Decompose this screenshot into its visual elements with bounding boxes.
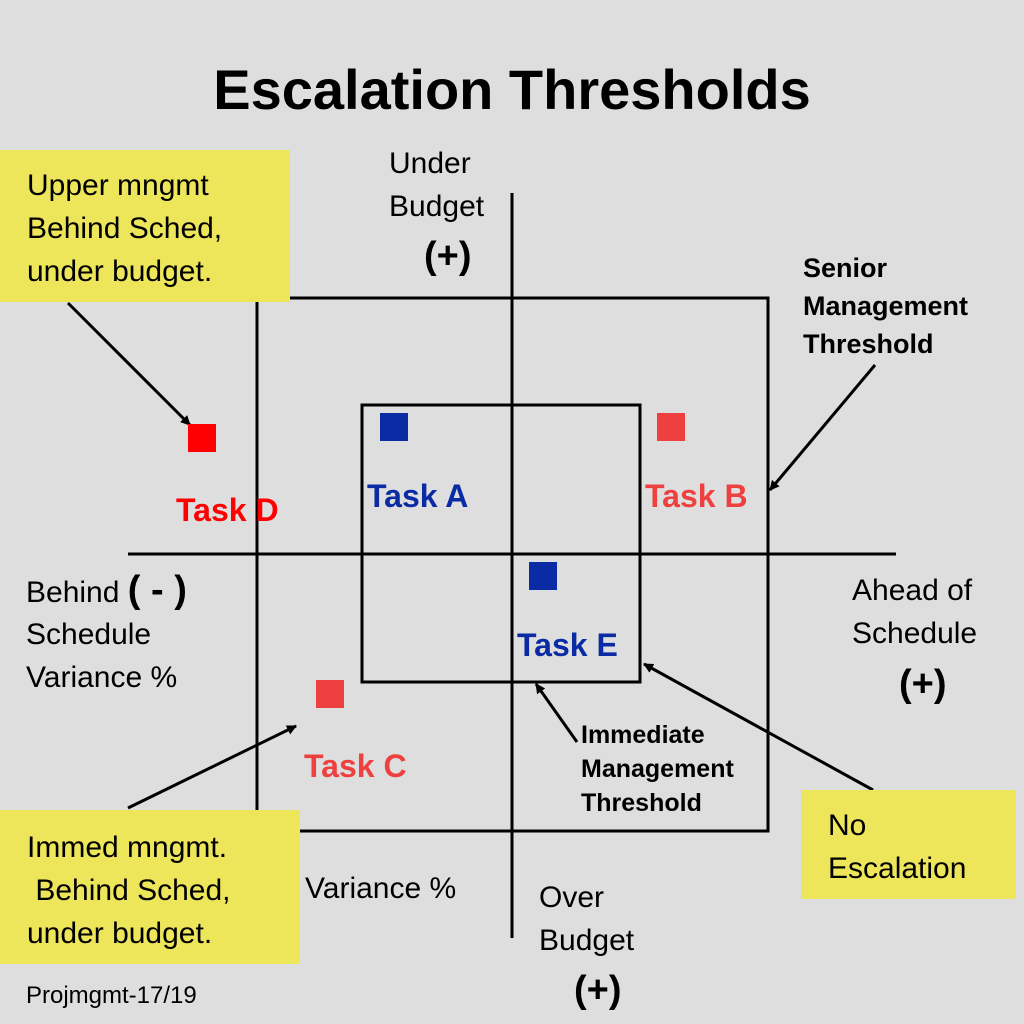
task-c-marker (316, 680, 344, 708)
task-b-marker (657, 413, 685, 441)
axis-sign-top: (+) (424, 235, 472, 277)
immediate-threshold-box (360, 403, 642, 684)
axis-sign-right: (+) (899, 663, 947, 705)
page-title: Escalation Thresholds (213, 58, 811, 121)
callout-upper-mgmt-text: Upper mngmt Behind Sched, under budget. (27, 169, 223, 288)
axis-label-variance-bottom: Variance % (305, 872, 457, 905)
task-a-label: Task A (367, 478, 469, 514)
arrow-immediate-threshold (534, 683, 579, 743)
task-d-marker (188, 424, 216, 452)
axis-label-over-budget: Over Budget (539, 881, 635, 957)
task-e-label: Task E (517, 627, 618, 663)
task-c-label: Task C (304, 748, 407, 784)
slide-footer: Projmgmt-17/19 (26, 982, 197, 1009)
task-e-marker (529, 562, 557, 590)
axis-label-behind: Behind ( - ) (26, 569, 187, 614)
axis-label-under-budget: Under Budget (389, 147, 485, 223)
axis-label-schedule-variance: Schedule Variance % (26, 618, 178, 694)
task-a-marker (380, 413, 408, 441)
callout-no-escalation: No Escalation (801, 790, 1016, 899)
axis-sign-left: ( - ) (127, 569, 187, 611)
callout-no-escalation-text: No Escalation (828, 809, 967, 885)
axis-label-ahead: Ahead of Schedule (852, 574, 978, 650)
immediate-threshold-label: Immediate Management Threshold (581, 721, 734, 817)
axis-sign-bottom: (+) (574, 969, 622, 1011)
callout-upper-mgmt: Upper mngmt Behind Sched, under budget. (0, 150, 290, 302)
axis-label-behind-word: Behind (26, 576, 120, 609)
callout-immed-mgmt: Immed mngmt. Behind Sched, under budget. (0, 810, 300, 964)
task-d-label: Task D (176, 492, 279, 528)
arrow-upper-callout (66, 301, 192, 427)
senior-threshold-label: Senior Management Threshold (803, 253, 969, 359)
task-b-label: Task B (645, 478, 748, 514)
arrow-no-escalation (643, 662, 874, 792)
callout-immed-mgmt-text: Immed mngmt. Behind Sched, under budget. (27, 831, 231, 950)
arrow-senior-threshold (768, 364, 877, 491)
arrow-immed-callout (127, 724, 297, 810)
